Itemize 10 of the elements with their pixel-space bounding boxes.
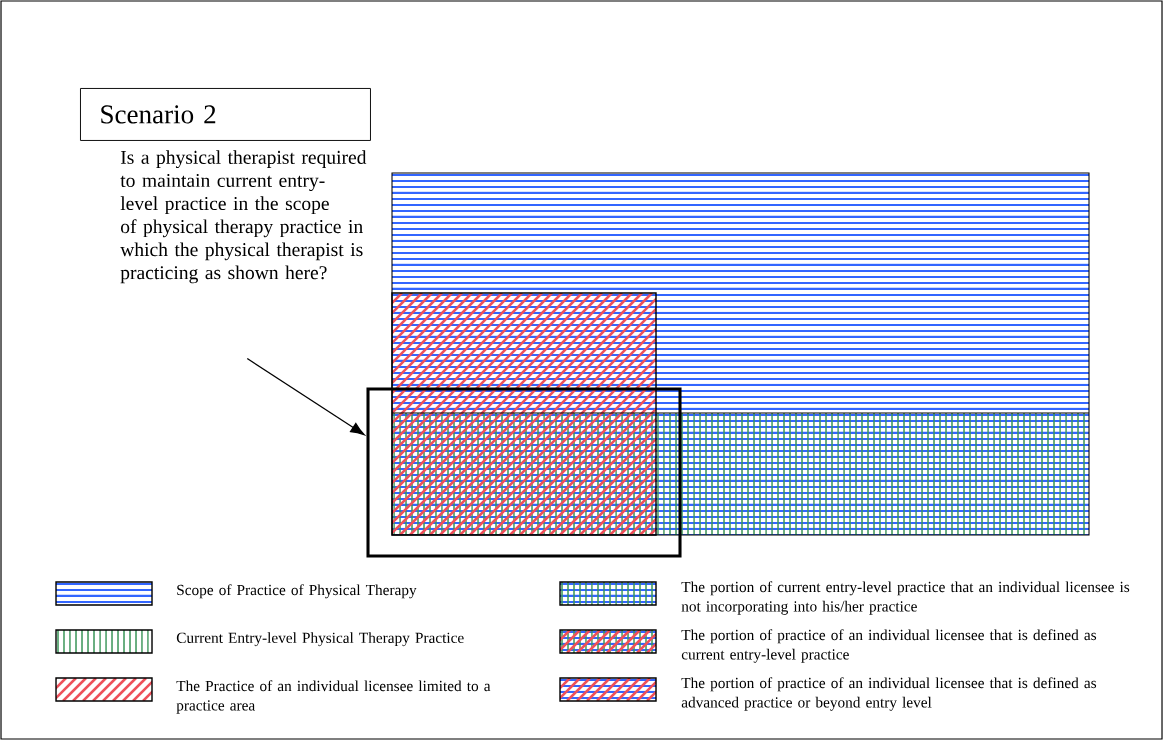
legend-label: The Practice of an individual licensee limited to a practice area <box>176 680 491 714</box>
legend-label: Scope of Practice of Physical Therapy <box>177 584 417 599</box>
legend-label: The portion of current entry-level practice that an individual licensee is not incorporating into his/her practice <box>681 581 1130 615</box>
question-text: Is a physical therapist required to maintain current entry-level practice in the scope of physical therapy practice in which the physical therapist is practicing as shown here? <box>120 150 367 284</box>
highlight-frame <box>366 387 682 558</box>
arrow <box>246 357 365 436</box>
legend-label: The portion of practice of an individual licensee that is defined as advanced practice or beyond entry level <box>681 677 1097 711</box>
title-box: Scenario 2 <box>80 88 371 141</box>
legend-label: The portion of practice of an individual licensee that is defined as current entry-level practice <box>681 629 1097 663</box>
legend-label: Current Entry-level Physical Therapy Practice <box>176 632 464 647</box>
